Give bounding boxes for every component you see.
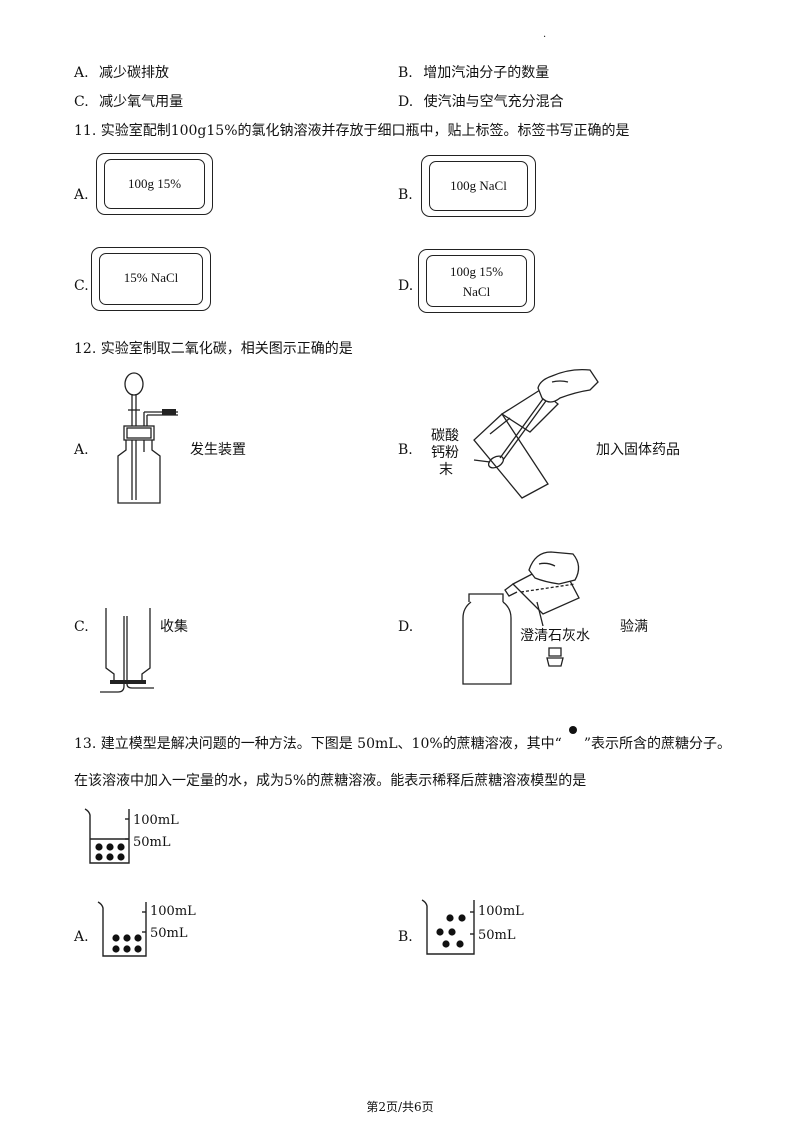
co2-generation-apparatus-figure xyxy=(117,372,178,504)
q13-reference-beaker: 100mL 50mL xyxy=(84,805,195,867)
molecule-dot-icon xyxy=(562,726,584,748)
beaker-mark-50ml: 50mL xyxy=(478,928,516,943)
q10-option-b[interactable]: B. 增加汽油分子的数量 xyxy=(398,64,549,82)
q12-option-c-caption: 收集 xyxy=(160,619,188,635)
top-mark: . xyxy=(543,29,547,40)
beaker-mark-50ml: 50mL xyxy=(133,835,171,850)
figure-label-line: 碳酸 xyxy=(431,428,459,444)
label-text-line1: 100g 15% xyxy=(449,264,504,279)
q10-option-c[interactable]: C. 减少氧气用量 xyxy=(74,93,183,111)
beaker-mark-100ml: 100mL xyxy=(133,813,179,828)
beaker-mark-100ml: 100mL xyxy=(150,904,196,919)
beaker-figure xyxy=(421,899,475,955)
option-text: 减少碳排放 xyxy=(99,65,170,81)
q11-option-a-letter[interactable]: A. xyxy=(74,187,89,203)
add-solid-figure xyxy=(473,368,599,499)
option-letter: D. xyxy=(398,94,414,110)
q13-option-b-letter[interactable]: B. xyxy=(398,929,413,945)
figure-label-limewater: 澄清石灰水 xyxy=(520,628,590,644)
beaker-mark-50ml: 50mL xyxy=(150,926,188,941)
option-letter: C. xyxy=(74,94,89,110)
label-text: 100g 15% xyxy=(127,176,182,191)
label-inner-border xyxy=(426,255,527,307)
figure-label-line: 末 xyxy=(439,462,453,478)
figure-label-calcium-carbonate: 碳酸 钙粉 末 xyxy=(431,428,459,479)
q13-stem-part2: ”表示所含的蔗糖分子。 xyxy=(583,736,731,752)
figure-label-line: 钙粉 xyxy=(431,445,459,461)
q12-option-d-letter[interactable]: D. xyxy=(398,619,414,635)
q11-label-card-c[interactable]: 15% NaCl xyxy=(91,247,211,311)
q11-stem: 11. 实验室配制100g15%的氯化钠溶液并存放于细口瓶中，贴上标签。标签书写… xyxy=(74,123,630,139)
q13-stem-part1: 13. 建立模型是解决问题的一种方法。下图是 50mL、10%的蔗糖溶液，其中“ xyxy=(74,736,562,752)
q11-label-card-a[interactable]: 100g 15% xyxy=(96,153,213,215)
q11-option-c-letter[interactable]: C. xyxy=(74,278,89,294)
q10-option-d[interactable]: D. 使汽油与空气充分混合 xyxy=(398,93,564,111)
label-inner-border xyxy=(429,161,528,211)
q11-label-card-d[interactable]: 100g 15% NaCl xyxy=(418,249,535,313)
q12-option-b-letter[interactable]: B. xyxy=(398,442,413,458)
label-text: 100g NaCl xyxy=(450,178,507,193)
page-footer: 第2页/共6页 xyxy=(366,1100,434,1114)
gas-collection-figure xyxy=(100,608,154,693)
option-letter: A. xyxy=(74,65,89,81)
q13-option-a-beaker[interactable]: 100mL 50mL xyxy=(97,898,208,960)
q13-stem-line2: 在该溶液中加入一定量的水，成为5%的蔗糖溶液。能表示稀释后蔗糖溶液模型的是 xyxy=(74,773,587,789)
q12-option-a-caption: 发生装置 xyxy=(190,442,246,458)
q12-option-d-caption: 验满 xyxy=(620,619,648,635)
beaker-figure xyxy=(84,808,130,864)
q10-option-a[interactable]: A. 减少碳排放 xyxy=(74,64,169,82)
beaker-mark-100ml: 100mL xyxy=(478,904,524,919)
option-letter: B. xyxy=(398,65,413,81)
label-inner-border xyxy=(104,159,205,209)
label-text-line2: NaCl xyxy=(462,284,491,299)
q12-option-c-letter[interactable]: C. xyxy=(74,619,89,635)
q11-option-d-letter[interactable]: D. xyxy=(398,278,414,294)
label-inner-border xyxy=(99,253,203,305)
label-text: 15% NaCl xyxy=(123,270,179,285)
q12-stem: 12. 实验室制取二氧化碳，相关图示正确的是 xyxy=(74,341,353,357)
q11-option-b-letter[interactable]: B. xyxy=(398,187,413,203)
beaker-figure xyxy=(97,901,147,957)
q11-label-card-b[interactable]: 100g NaCl xyxy=(421,155,536,217)
option-text: 使汽油与空气充分混合 xyxy=(423,94,564,110)
option-text: 增加汽油分子的数量 xyxy=(423,65,550,81)
q12-option-a-letter[interactable]: A. xyxy=(74,442,89,458)
q13-option-b-beaker[interactable]: 100mL 50mL xyxy=(421,896,532,958)
option-text: 减少氧气用量 xyxy=(99,94,184,110)
q13-stem-line1: 13. 建立模型是解决问题的一种方法。下图是 50mL、10%的蔗糖溶液，其中“… xyxy=(74,726,731,753)
q12-option-b-caption: 加入固体药品 xyxy=(596,442,680,458)
q13-option-a-letter[interactable]: A. xyxy=(74,929,89,945)
check-full-figure xyxy=(462,551,580,685)
